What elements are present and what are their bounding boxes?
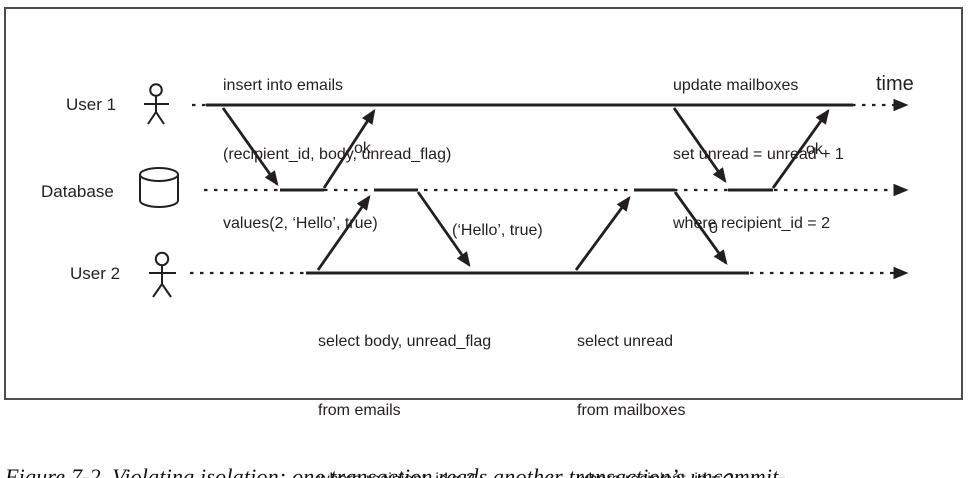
user1-label: User 1 — [66, 95, 117, 114]
select-emails-query-annotation: select body, unread_flag from emails whe… — [318, 284, 491, 478]
database-label: Database — [41, 182, 114, 201]
query-line: where recipient_id = 2 — [318, 468, 491, 478]
query-line: select unread — [577, 333, 674, 350]
update-query-annotation: update mailboxes set unread = unread + 1… — [673, 28, 844, 281]
query-line: select body, unread_flag — [318, 333, 492, 350]
database-cylinder-icon — [139, 167, 179, 208]
query-line: set unread = unread + 1 — [673, 146, 844, 163]
ok-response-label-2: ok — [806, 141, 823, 158]
zero-result-label: 0 — [709, 220, 718, 237]
query-line: from emails — [318, 402, 401, 419]
query-line: where recipient_id = 2 — [577, 468, 734, 478]
user2-stick-figure-icon — [149, 251, 176, 298]
figure-caption: Figure 7-2. Violating isolation: one tra… — [5, 406, 786, 478]
insert-request-arrow — [221, 107, 279, 187]
select-emails-result-arrow — [416, 191, 471, 268]
user1-stick-figure-icon — [144, 83, 169, 125]
caption-line-1: Figure 7-2. Violating isolation: one tra… — [5, 464, 787, 478]
hello-result-label: (‘Hello’, true) — [452, 222, 543, 239]
query-line: insert into emails — [223, 77, 344, 94]
select-mailboxes-result-arrow — [673, 191, 728, 266]
query-line: update mailboxes — [673, 77, 799, 94]
select-emails-request-arrow — [316, 194, 371, 271]
insert-ok-arrow — [322, 108, 376, 189]
ok-response-label-1: ok — [354, 140, 371, 157]
update-request-arrow — [672, 107, 727, 184]
query-line: (recipient_id, body, unread_flag) — [223, 146, 452, 163]
user2-label: User 2 — [70, 264, 121, 283]
time-axis-label: time — [876, 73, 914, 95]
query-line: where recipient_id = 2 — [673, 215, 830, 232]
insert-query-annotation: insert into emails (recipient_id, body, … — [223, 28, 451, 281]
update-ok-arrow — [771, 108, 830, 189]
select-mailboxes-query-annotation: select unread from mailboxes where recip… — [577, 284, 734, 478]
query-line: values(2, ‘Hello’, true) — [223, 215, 378, 232]
query-line: from mailboxes — [577, 402, 686, 419]
select-mailboxes-request-arrow — [574, 195, 631, 271]
